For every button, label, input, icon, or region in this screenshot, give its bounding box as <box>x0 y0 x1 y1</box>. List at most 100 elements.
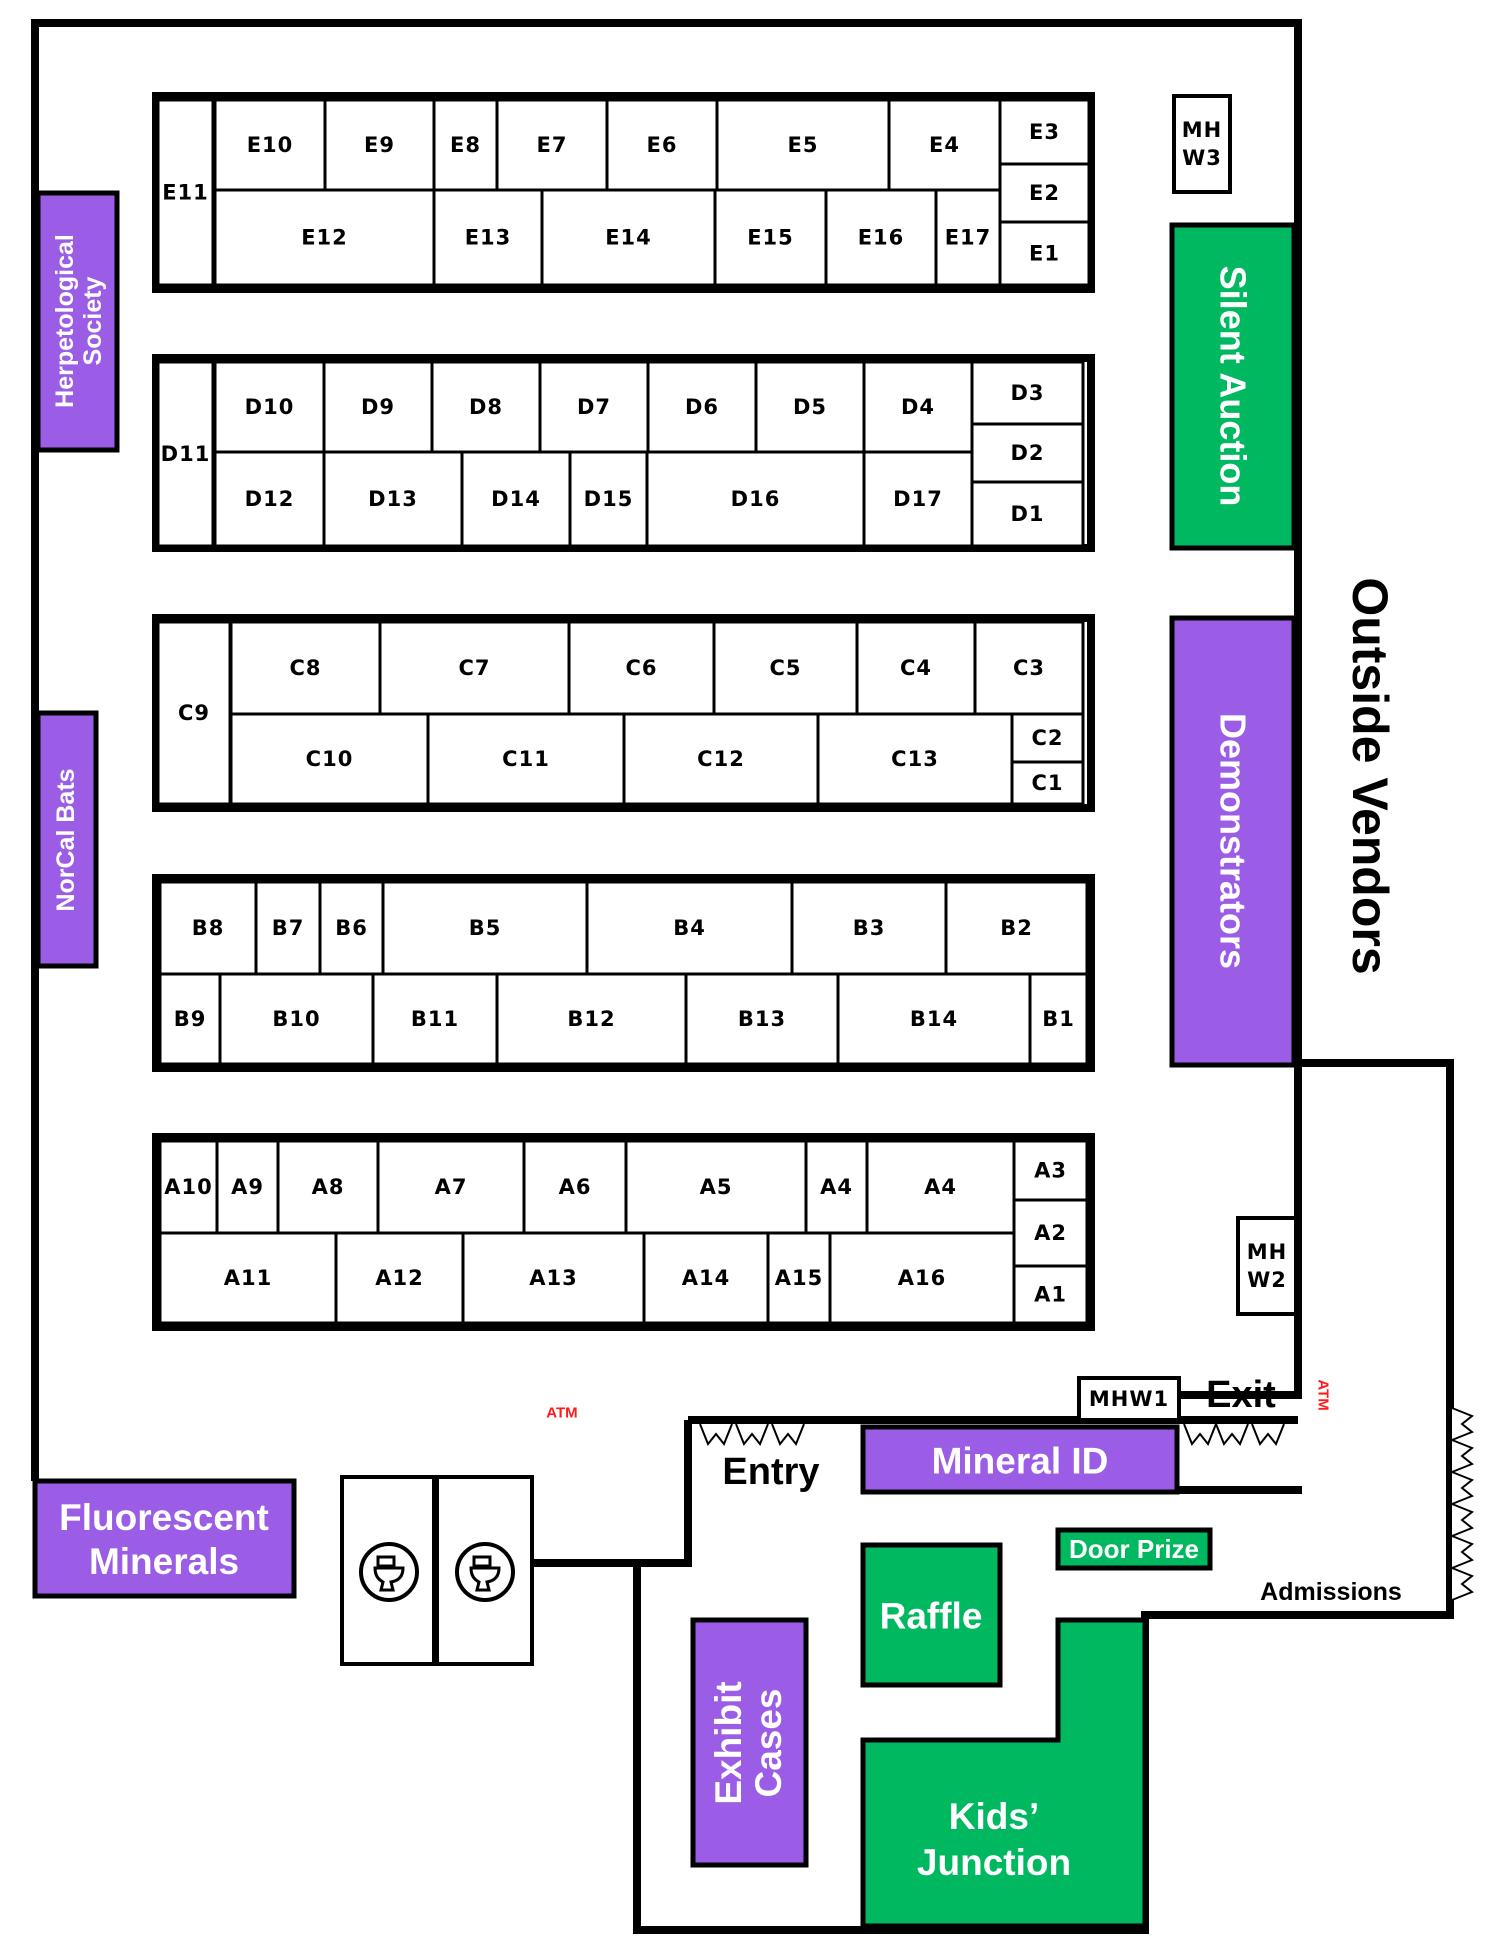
booth-a15[interactable]: A15 <box>766 1231 832 1325</box>
booth-a12[interactable]: A12 <box>334 1231 465 1325</box>
booth-c1[interactable]: C1 <box>1010 760 1085 806</box>
booth-d12[interactable]: D12 <box>213 450 326 548</box>
booth-e11[interactable]: E11 <box>156 98 215 287</box>
booth-e12[interactable]: E12 <box>213 188 436 287</box>
booth-b9[interactable]: B9 <box>158 972 222 1066</box>
mhw2-box: MH W2 <box>1236 1216 1298 1316</box>
booth-d11[interactable]: D11 <box>156 360 215 548</box>
booth-label: B11 <box>411 1007 459 1031</box>
booth-b8[interactable]: B8 <box>158 880 258 976</box>
booth-b5[interactable]: B5 <box>381 880 589 976</box>
booth-e17[interactable]: E17 <box>934 188 1002 287</box>
booth-label: B12 <box>567 1007 615 1031</box>
booth-c3[interactable]: C3 <box>973 620 1085 716</box>
booth-d8[interactable]: D8 <box>430 360 542 454</box>
silent-auction-zone[interactable]: Silent Auction <box>1169 222 1297 551</box>
booth-e9[interactable]: E9 <box>323 98 436 192</box>
mhw1-label: MHW1 <box>1089 1387 1169 1411</box>
booth-b10[interactable]: B10 <box>218 972 375 1066</box>
booth-d10[interactable]: D10 <box>213 360 326 454</box>
norcal-bats-zone[interactable]: NorCal Bats <box>35 710 99 969</box>
booth-e7[interactable]: E7 <box>495 98 609 192</box>
door-prize-zone[interactable]: Door Prize <box>1055 1527 1213 1571</box>
booth-c4[interactable]: C4 <box>855 620 977 716</box>
booth-label: A2 <box>1034 1221 1067 1245</box>
booth-a5[interactable]: A5 <box>624 1139 808 1235</box>
booth-label: A8 <box>312 1175 345 1199</box>
mineral-id-zone[interactable]: Mineral ID <box>860 1424 1180 1495</box>
door-swing-icon <box>1451 1439 1474 1473</box>
booth-c8[interactable]: C8 <box>229 620 382 716</box>
booth-a7[interactable]: A7 <box>376 1139 526 1235</box>
booth-e6[interactable]: E6 <box>605 98 719 192</box>
booth-c12[interactable]: C12 <box>622 712 820 806</box>
booth-c13[interactable]: C13 <box>816 712 1014 806</box>
booth-a4[interactable]: A4 <box>804 1139 869 1235</box>
booth-a10[interactable]: A10 <box>158 1139 219 1235</box>
booth-d7[interactable]: D7 <box>538 360 650 454</box>
booth-b1[interactable]: B1 <box>1028 972 1089 1066</box>
booth-c9[interactable]: C9 <box>156 620 232 806</box>
booth-e13[interactable]: E13 <box>432 188 544 287</box>
booth-d6[interactable]: D6 <box>646 360 758 454</box>
door-swing-icon <box>1251 1423 1285 1446</box>
booth-b13[interactable]: B13 <box>684 972 840 1066</box>
booth-e14[interactable]: E14 <box>540 188 717 287</box>
booth-d5[interactable]: D5 <box>754 360 866 454</box>
booth-e3[interactable]: E3 <box>998 98 1091 166</box>
demonstrators-zone[interactable]: Demonstrators <box>1169 615 1297 1068</box>
booth-d16[interactable]: D16 <box>645 450 866 548</box>
booth-a14[interactable]: A14 <box>642 1231 770 1325</box>
booth-b2[interactable]: B2 <box>944 880 1089 976</box>
booth-a6[interactable]: A6 <box>522 1139 628 1235</box>
booth-label: D11 <box>161 442 211 466</box>
booth-e2[interactable]: E2 <box>998 162 1091 224</box>
booth-d2[interactable]: D2 <box>970 422 1085 484</box>
booth-b4[interactable]: B4 <box>585 880 794 976</box>
booth-d14[interactable]: D14 <box>460 450 572 548</box>
booth-d17[interactable]: D17 <box>862 450 974 548</box>
booth-b6[interactable]: B6 <box>318 880 385 976</box>
herpetological-society-zone[interactable]: HerpetologicalSociety <box>35 190 120 453</box>
booth-d15[interactable]: D15 <box>568 450 649 548</box>
booth-c6[interactable]: C6 <box>567 620 716 716</box>
booth-label: E16 <box>858 226 905 250</box>
exhibit-cases-zone[interactable]: ExhibitCases <box>690 1617 809 1868</box>
booth-a9[interactable]: A9 <box>215 1139 280 1235</box>
booth-b12[interactable]: B12 <box>495 972 688 1066</box>
booth-e1[interactable]: E1 <box>998 220 1091 287</box>
booth-a2[interactable]: A2 <box>1012 1198 1089 1268</box>
booth-e10[interactable]: E10 <box>213 98 327 192</box>
booth-a3[interactable]: A3 <box>1012 1139 1089 1202</box>
booth-a4[interactable]: A4 <box>865 1139 1016 1235</box>
booth-e4[interactable]: E4 <box>887 98 1002 192</box>
booth-e15[interactable]: E15 <box>713 188 828 287</box>
booth-e16[interactable]: E16 <box>824 188 938 287</box>
booth-a16[interactable]: A16 <box>828 1231 1016 1325</box>
raffle-zone[interactable]: Raffle <box>860 1542 1003 1688</box>
booth-b3[interactable]: B3 <box>790 880 948 976</box>
kids-junction-zone[interactable]: Kids’Junction <box>860 1617 1148 1929</box>
booth-c10[interactable]: C10 <box>229 712 430 806</box>
booth-b7[interactable]: B7 <box>254 880 322 976</box>
booth-a11[interactable]: A11 <box>158 1231 338 1325</box>
booth-d1[interactable]: D1 <box>970 480 1085 548</box>
booth-d9[interactable]: D9 <box>322 360 434 454</box>
booth-e8[interactable]: E8 <box>432 98 499 192</box>
booth-a13[interactable]: A13 <box>461 1231 646 1325</box>
booth-c11[interactable]: C11 <box>426 712 626 806</box>
booth-e5[interactable]: E5 <box>715 98 891 192</box>
booth-d13[interactable]: D13 <box>322 450 464 548</box>
booth-b11[interactable]: B11 <box>371 972 499 1066</box>
booth-c5[interactable]: C5 <box>712 620 859 716</box>
booth-c2[interactable]: C2 <box>1010 712 1085 764</box>
booth-c7[interactable]: C7 <box>378 620 571 716</box>
booth-b14[interactable]: B14 <box>836 972 1032 1066</box>
booth-d4[interactable]: D4 <box>862 360 974 454</box>
booth-d3[interactable]: D3 <box>970 360 1085 426</box>
booth-a1[interactable]: A1 <box>1012 1264 1089 1325</box>
booth-a8[interactable]: A8 <box>276 1139 380 1235</box>
